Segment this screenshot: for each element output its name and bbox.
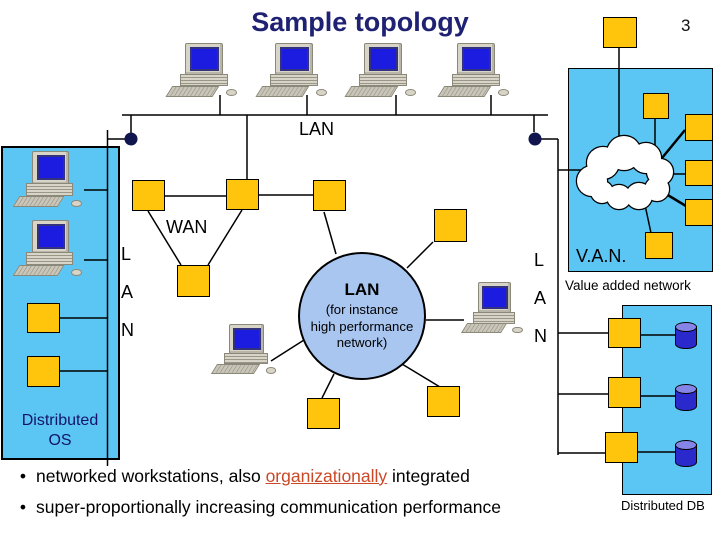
bullet-text: super-proportionally increasing communic…: [36, 496, 501, 517]
lan-circle-line: network): [336, 335, 388, 351]
network-node: [685, 199, 713, 226]
database-cylinder-icon: [675, 384, 697, 411]
organizationally-link[interactable]: organizationally: [265, 466, 388, 486]
network-node: [313, 180, 346, 211]
lan-circle-line: (for instance: [325, 301, 399, 317]
network-node: [226, 179, 259, 210]
database-cylinder-icon: [675, 322, 697, 349]
bullet-text: networked workstations, also organizatio…: [36, 466, 470, 486]
bus-terminator-dot: [124, 132, 542, 146]
distributed-os-label: Distributed OS: [21, 412, 99, 449]
workstation-icon: [461, 282, 525, 334]
lan-label: LAN: [299, 119, 335, 139]
network-node: [645, 232, 673, 259]
workstation-icon: [211, 324, 279, 374]
van-full-label: Value added network: [565, 278, 691, 293]
bullet-marker: •: [19, 496, 27, 517]
lan-vertical-label-right: L A N: [534, 251, 547, 345]
network-node: [132, 180, 165, 211]
workstation-icon: [12, 220, 85, 277]
network-node: [685, 114, 713, 141]
list-item: • networked workstations, also organizat…: [10, 465, 620, 489]
network-node: [307, 398, 340, 429]
network-node: [605, 432, 638, 463]
database-cylinder-icon: [675, 440, 697, 467]
lan-letter: L: [534, 250, 545, 270]
network-node: [434, 209, 467, 242]
page-number: 3: [681, 16, 691, 35]
lan-letter: L: [121, 244, 132, 264]
lan-circle-line: high performance: [310, 318, 414, 334]
network-node: [603, 17, 637, 48]
network-node: [27, 356, 60, 387]
network-node: [27, 303, 60, 333]
network-node: [608, 377, 641, 408]
lan-letter: N: [534, 326, 547, 346]
workstation-icon: [345, 43, 419, 97]
bullet-list: • networked workstations, also organizat…: [10, 465, 620, 526]
van-label: V.A.N.: [576, 246, 627, 266]
workstation-icon: [166, 43, 240, 97]
network-node: [427, 386, 460, 417]
distributed-db-label: Distributed DB: [621, 498, 705, 513]
workstation-icon: [12, 151, 85, 208]
page-title: Sample topology: [251, 7, 469, 37]
network-node: [177, 265, 210, 297]
network-node: [685, 160, 713, 186]
lan-letter: A: [534, 288, 547, 308]
workstation-icon: [256, 43, 330, 97]
list-item: • super-proportionally increasing commun…: [10, 496, 620, 520]
lan-letter: N: [121, 320, 134, 340]
lan-circle-title: LAN: [344, 279, 380, 299]
network-node: [608, 318, 641, 348]
lan-letter: A: [121, 282, 134, 302]
wan-label: WAN: [166, 217, 208, 237]
workstation-icon: [438, 43, 512, 97]
network-node: [643, 93, 669, 119]
lan-vertical-label-left: L A N: [121, 245, 134, 339]
lan-circle: LAN (for instance high performance netwo…: [298, 252, 426, 380]
bullet-marker: •: [19, 466, 27, 486]
